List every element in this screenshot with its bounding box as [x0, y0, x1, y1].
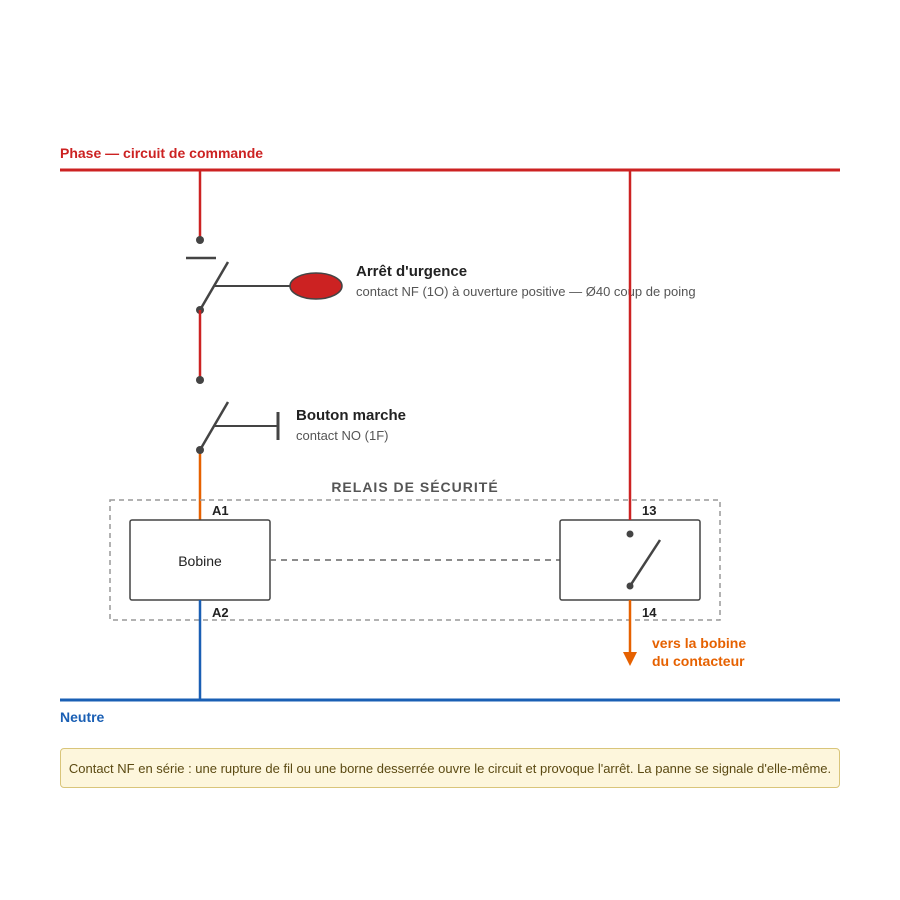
- neutral-label: Neutre: [60, 709, 105, 725]
- start-contact-blade: [198, 401, 230, 451]
- estop-title: Arrêt d'urgence: [356, 263, 467, 280]
- output-label-line2: du contacteur: [652, 653, 745, 669]
- start-description: contact NO (1F): [296, 428, 388, 443]
- terminal-a2: A2: [212, 605, 229, 620]
- start-bottom-terminal: [196, 446, 204, 454]
- phase-label: Phase — circuit de commande: [60, 145, 263, 161]
- start-top-terminal: [196, 376, 204, 384]
- output-contact-blade: [628, 539, 662, 587]
- start-title: Bouton marche: [296, 407, 406, 424]
- arrow-down-icon: [623, 652, 637, 666]
- terminal-13: 13: [642, 503, 656, 518]
- terminal-a1: A1: [212, 503, 229, 518]
- estop-contact-blade: [198, 261, 230, 311]
- contact-13-terminal: [626, 530, 634, 538]
- estop-description: contact NF (1O) à ouverture positive — Ø…: [356, 284, 696, 299]
- output-label-line1: vers la bobine: [652, 635, 746, 651]
- relay-title: RELAIS DE SÉCURITÉ: [331, 479, 498, 495]
- contact-14-terminal: [626, 582, 634, 590]
- coil-label: Bobine: [178, 553, 222, 569]
- info-note-text: Contact NF en série : une rupture de fil…: [68, 760, 832, 776]
- estop-top-terminal: [196, 236, 204, 244]
- safety-relay-enclosure: [109, 499, 721, 621]
- terminal-14: 14: [642, 605, 657, 620]
- info-note: Contact NF en série : une rupture de fil…: [60, 748, 840, 788]
- mushroom-button-icon: [289, 272, 343, 300]
